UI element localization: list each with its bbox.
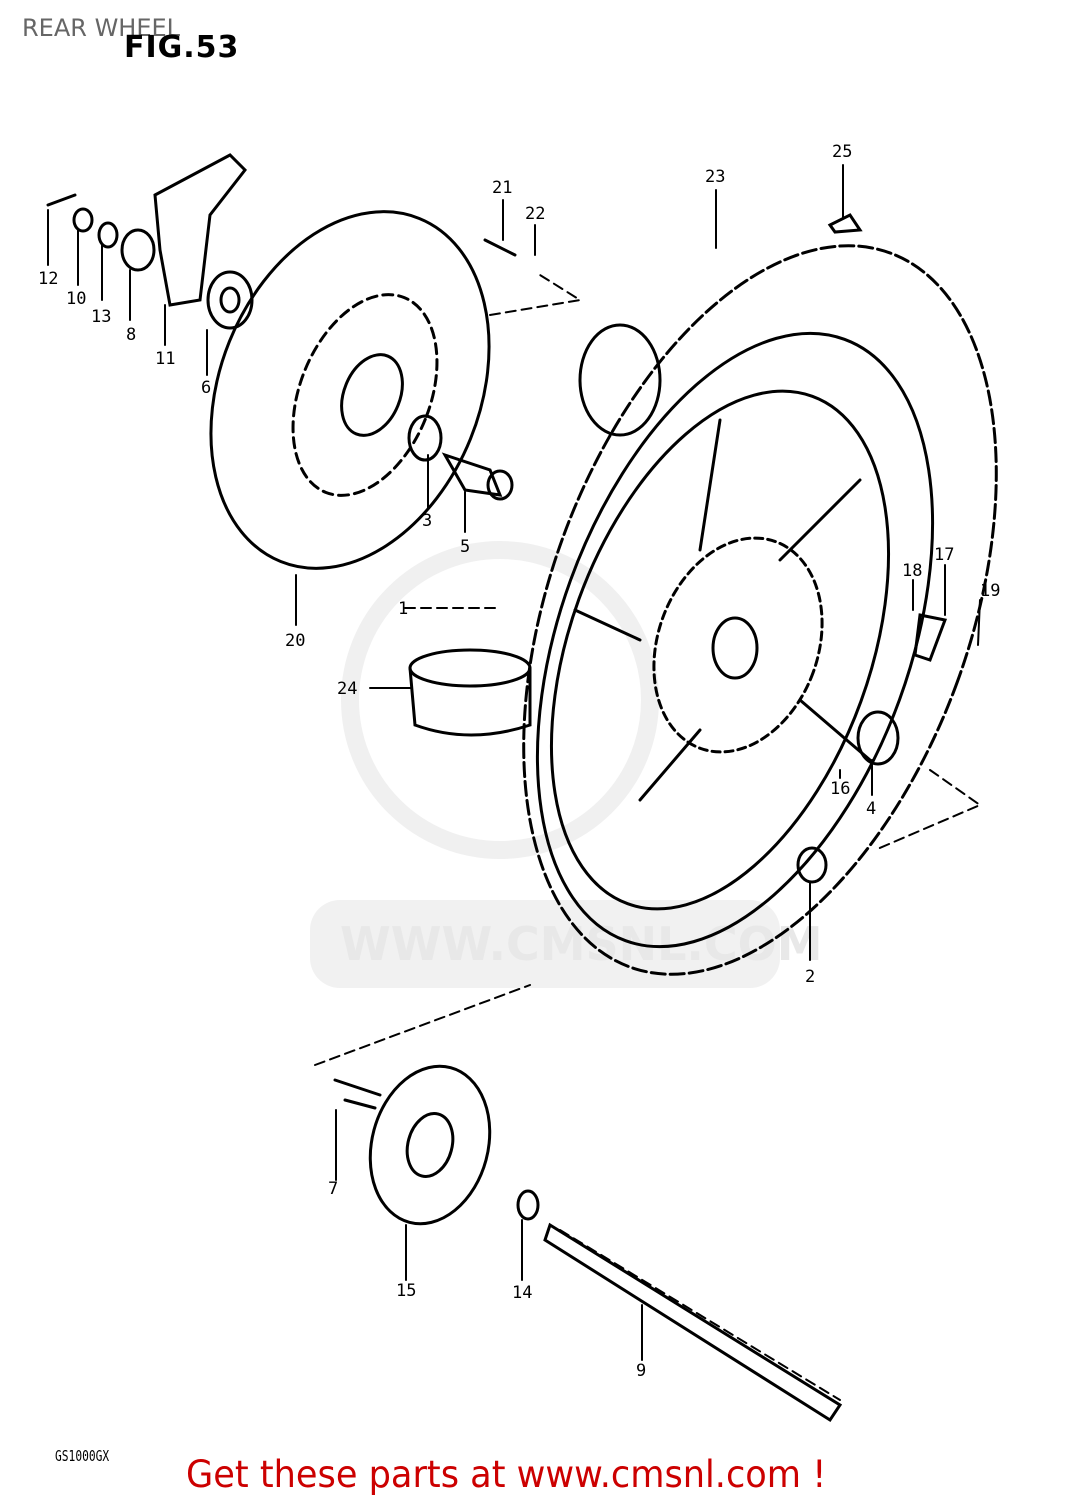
callout-9: 9 [636, 1361, 646, 1381]
callout-13: 13 [91, 307, 111, 327]
callout-3: 3 [422, 511, 432, 531]
watermark-text: WWW.CMSNL.COM [340, 917, 823, 971]
callout-18: 18 [902, 561, 922, 581]
bolt [483, 238, 517, 257]
leader-lines [47, 164, 981, 1361]
guide-lines [314, 274, 983, 1401]
page-title: REAR WHEEL [22, 14, 181, 42]
callout-7: 7 [328, 1179, 338, 1199]
callout-16: 16 [830, 779, 850, 799]
rim [549, 389, 891, 911]
axle [543, 1222, 843, 1423]
callout-6: 6 [201, 378, 211, 398]
callout-8: 8 [126, 325, 136, 345]
watermark: WWW.CMSNL.COM [310, 541, 823, 988]
callout-15: 15 [396, 1281, 416, 1301]
brake-disc [209, 210, 491, 570]
callout-5: 5 [460, 537, 470, 557]
spacer-collar [407, 414, 514, 501]
callout-17: 17 [934, 545, 954, 565]
callout-23: 23 [705, 167, 725, 187]
callout-14: 14 [512, 1283, 532, 1303]
callout-12: 12 [38, 269, 58, 289]
promo-link[interactable]: Get these parts at www.cmsnl.com ! [186, 1453, 827, 1496]
callout-10: 10 [66, 289, 86, 309]
sprocket-drum [333, 1064, 492, 1226]
tire [522, 244, 998, 976]
bearing [856, 710, 900, 766]
callout-21: 21 [492, 178, 512, 198]
callout-11: 11 [155, 349, 175, 369]
valve [827, 213, 863, 234]
callout-2: 2 [805, 967, 815, 987]
torque-link [46, 153, 254, 330]
callout-24: 24 [337, 679, 357, 699]
callout-19: 19 [980, 581, 1000, 601]
callout-1: 1 [398, 599, 408, 619]
callout-labels: 1 2 3 4 5 6 7 8 9 10 11 12 13 14 15 16 1… [38, 142, 1000, 1381]
callout-22: 22 [525, 204, 545, 224]
damper [796, 846, 828, 884]
rim-band [408, 648, 532, 737]
figure-number: FIG.53 [124, 30, 240, 65]
callout-4: 4 [866, 799, 876, 819]
lock-plate [913, 613, 948, 662]
callout-25: 25 [832, 142, 852, 162]
callout-20: 20 [285, 631, 305, 651]
washer [516, 1189, 540, 1221]
model-code: GS1000GX [55, 1447, 110, 1465]
